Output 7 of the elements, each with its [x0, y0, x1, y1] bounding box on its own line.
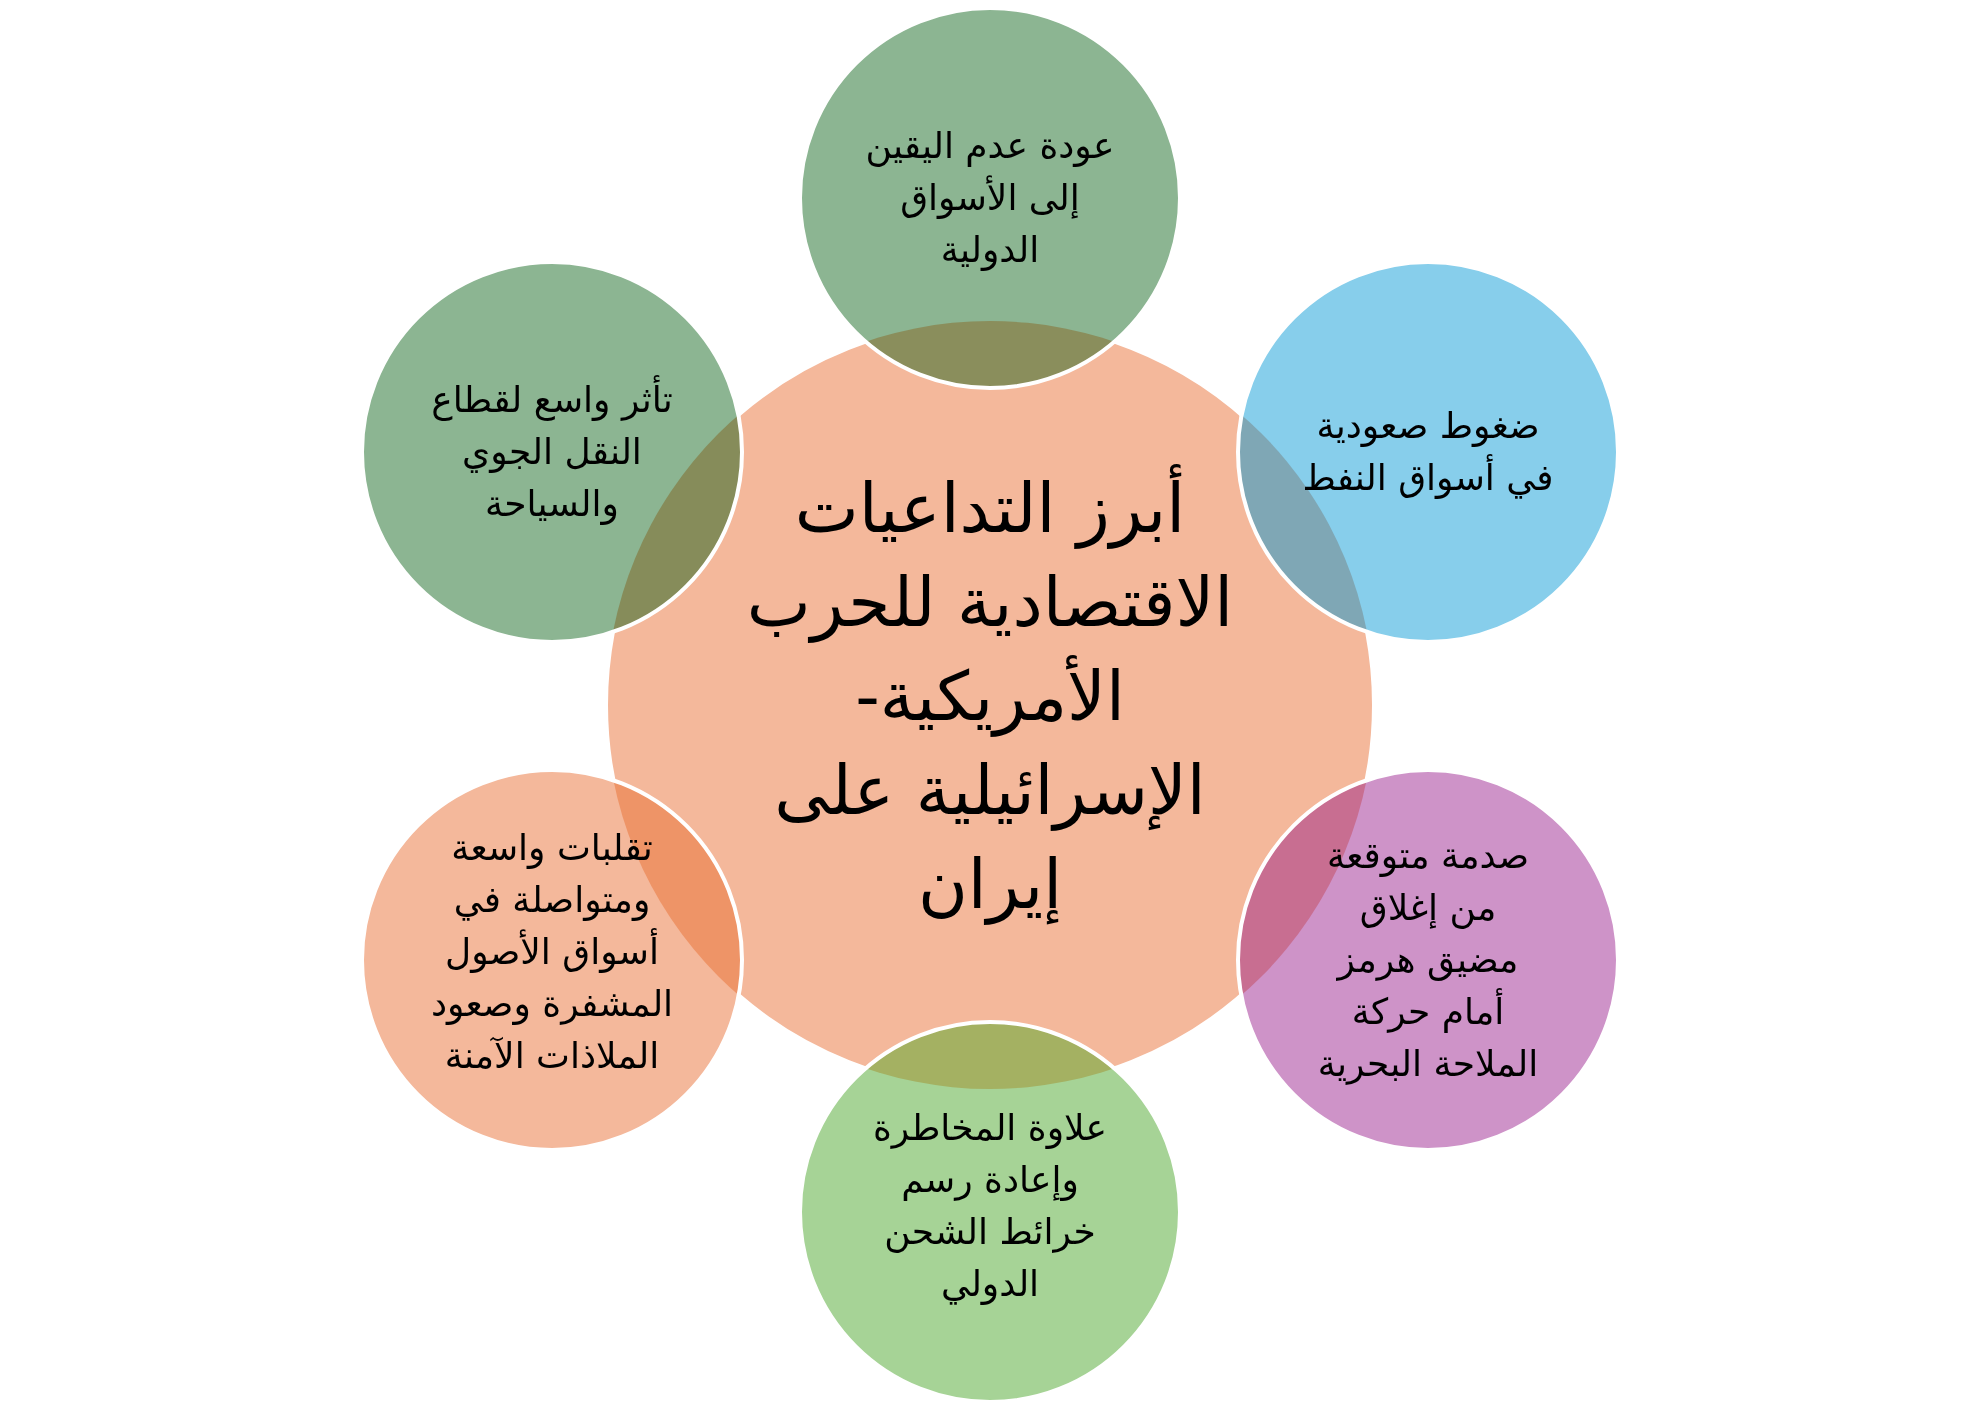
topic-text: ضغوط صعودية في أسواق النفط [1302, 403, 1554, 501]
central-heading: أبرز التداعيات الاقتصادية للحرب الأمريكية- الإسرائيلية على إيران [746, 462, 1234, 932]
topic-text: تقلبات واسعة ومتواصلة في أسواق الأصول المشفرة وصعود الملاذات الآمنة [430, 825, 674, 1079]
topic-text: علاوة المخاطرة وإعادة رسم خرائط الشحن الدولي [873, 1105, 1107, 1307]
topic-text: تأثر واسع لقطاع النقل الجوي والسياحة [431, 373, 673, 531]
topic-text: عودة عدم اليقين إلى الأسواق الدولية [865, 123, 1115, 273]
topic-text: صدمة متوقعة من إغلاق مضيق هرمز أمام حركة الملاحة البحرية [1317, 833, 1539, 1087]
